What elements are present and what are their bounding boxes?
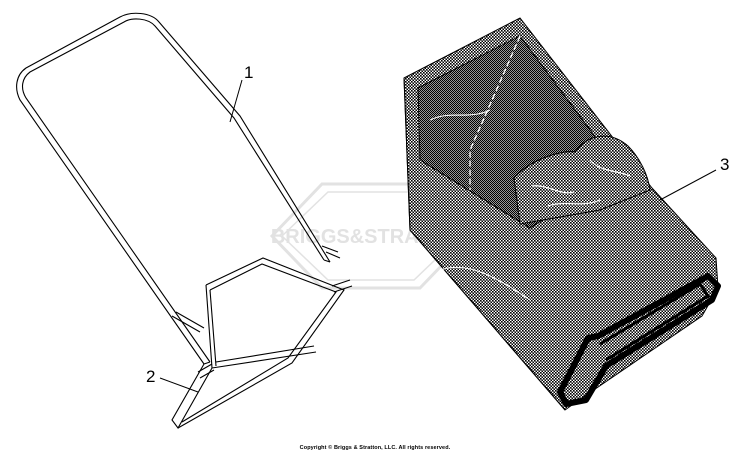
handle-part — [16, 12, 341, 365]
leader-line-1 — [229, 79, 243, 123]
leader-line-2 — [159, 377, 199, 393]
callout-3: 3 — [720, 155, 730, 174]
grass-bag-part — [403, 17, 721, 411]
callout-1: 1 — [244, 63, 254, 82]
copyright-notice: Copyright © Briggs & Stratton, LLC. All … — [299, 445, 451, 451]
frame-part — [171, 257, 353, 430]
leader-lines — [159, 79, 717, 393]
leader-line-3 — [659, 169, 717, 201]
callout-2: 2 — [146, 367, 156, 386]
